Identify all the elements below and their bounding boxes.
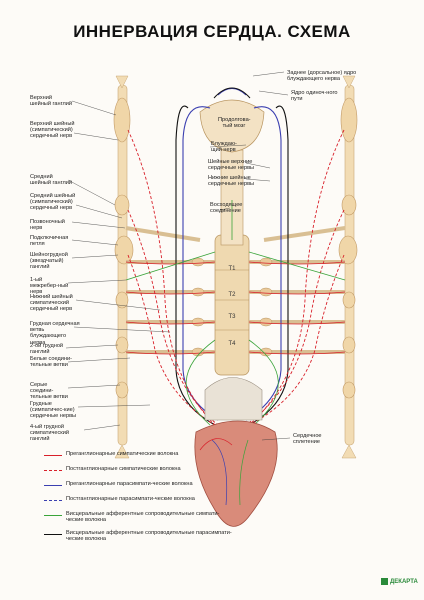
logo-icon <box>381 578 388 585</box>
spinal-cord <box>199 99 265 376</box>
heart <box>194 377 278 527</box>
label-superior-cervical-cardiac-nerve: Верхний шейный (симпатический) сердечный… <box>30 121 75 140</box>
vertebra-label-t2: T2 <box>228 292 236 298</box>
preganglionic-sympathetic <box>125 261 346 355</box>
legend-swatch <box>44 534 62 535</box>
legend-swatch <box>44 500 62 501</box>
vertebra-labels: T1 T2 T3 T4 <box>228 266 236 347</box>
label-superior-cervical-ganglion: Верхний шейный ганглий <box>30 95 73 108</box>
page-title: ИННЕРВАЦИЯ СЕРДЦА. СХЕМА <box>73 22 351 41</box>
label-thoracic-cardiac-nerves: Грудные (симпатичес-кие) сердечные нервы <box>30 401 77 420</box>
label-vertebral-nerve: Позвоночный нерв <box>30 219 65 232</box>
legend: Преганглионарные симпатические волокна П… <box>44 451 244 549</box>
right-sympathetic-trunk <box>338 84 358 446</box>
label-first-intercostal-nerve: 1-ый межребер-ный нерв <box>30 277 69 296</box>
label-stellate-ganglion: Шейногрудной (звездчатый) ганглий <box>30 252 68 271</box>
legend-text: Висцеральные афферентные сопроводительны… <box>66 511 220 524</box>
legend-swatch <box>44 515 62 516</box>
leader-lines <box>65 71 291 441</box>
legend-item: Преганглионарные парасимпати-ческие воло… <box>44 481 244 496</box>
left-sympathetic-trunk <box>113 84 134 446</box>
label-solitary-tract-nucleus: Ядро одиноч-ного пути <box>291 90 338 103</box>
sympathetic-cardiac-nerves <box>127 129 345 429</box>
legend-item: Постганглионарные симпатические волокна <box>44 466 244 481</box>
brainstem-pathways <box>213 87 251 99</box>
vertebra-label-t4: T4 <box>228 341 236 347</box>
label-cardiac-plexus: Сердечное сплетение <box>293 433 322 446</box>
trunk-ends <box>114 75 357 459</box>
legend-swatch <box>44 470 62 471</box>
vertebral-ganglia <box>191 257 273 357</box>
legend-item: Висцеральные афферентные сопроводительны… <box>44 511 244 530</box>
legend-text: Висцеральные афферентные сопроводительны… <box>66 530 232 543</box>
label-subclavian-loop: Подключичная петля <box>30 235 69 248</box>
label-fourth-thoracic-ganglion: 4-ый грудной симпатический ганглий <box>30 424 69 443</box>
label-gray-rami: Серые соедини-тельные ветви <box>30 382 68 401</box>
legend-item: Преганглионарные симпатические волокна <box>44 451 244 466</box>
legend-text: Постганглионарные симпатические волокна <box>66 466 181 472</box>
label-superior-cervical-cardiac-nerves: Шейные верхние сердечные нервы <box>208 159 255 172</box>
label-medulla-oblongata: Продолгова-тый мозг <box>218 117 251 130</box>
legend-swatch <box>44 485 62 486</box>
label-second-thoracic-ganglion: 2-ой грудной ганглий <box>30 343 64 356</box>
label-middle-cervical-ganglion: Средний шейный ганглий <box>30 174 73 187</box>
legend-item: Постганглионарные парасимпати-ческие вол… <box>44 496 244 511</box>
legend-text: Преганглионарные парасимпати-ческие воло… <box>66 481 193 487</box>
label-dorsal-vagal-nucleus: Заднее (дорсальное) ядро блуждающего нер… <box>287 70 357 83</box>
label-middle-cervical-cardiac-nerve: Средний шейный (симпатический) сердечный… <box>30 193 76 212</box>
publisher-logo: ДЕКАРТА <box>381 578 418 585</box>
label-white-rami: Белые соедини-тельные ветви <box>30 356 72 369</box>
legend-text: Преганглионарные симпатические волокна <box>66 451 179 457</box>
vertebra-label-t3: T3 <box>228 314 236 320</box>
logo-text: ДЕКАРТА <box>390 579 418 586</box>
afferent-fibers <box>125 200 346 426</box>
legend-swatch <box>44 455 62 456</box>
vertebra-label-t1: T1 <box>228 266 236 272</box>
label-thoracic-cardiac-vagus-branch: Грудная сердечная ветвь блуждающего нерв… <box>30 321 80 346</box>
label-vagus-nerve: Блуждаю-щий нерв <box>211 141 237 154</box>
legend-item: Висцеральные афферентные сопроводительны… <box>44 530 244 549</box>
label-ascending-connection: Восходящее соединение <box>210 202 243 215</box>
label-inferior-cervical-cardiac-nerves: Нижние шейные сердечные нервы <box>208 175 255 188</box>
label-inferior-cervical-cardiac-nerve: Нижний шейный симпатический сердечный не… <box>30 294 73 313</box>
legend-text: Постганглионарные парасимпати-ческие вол… <box>66 496 195 502</box>
